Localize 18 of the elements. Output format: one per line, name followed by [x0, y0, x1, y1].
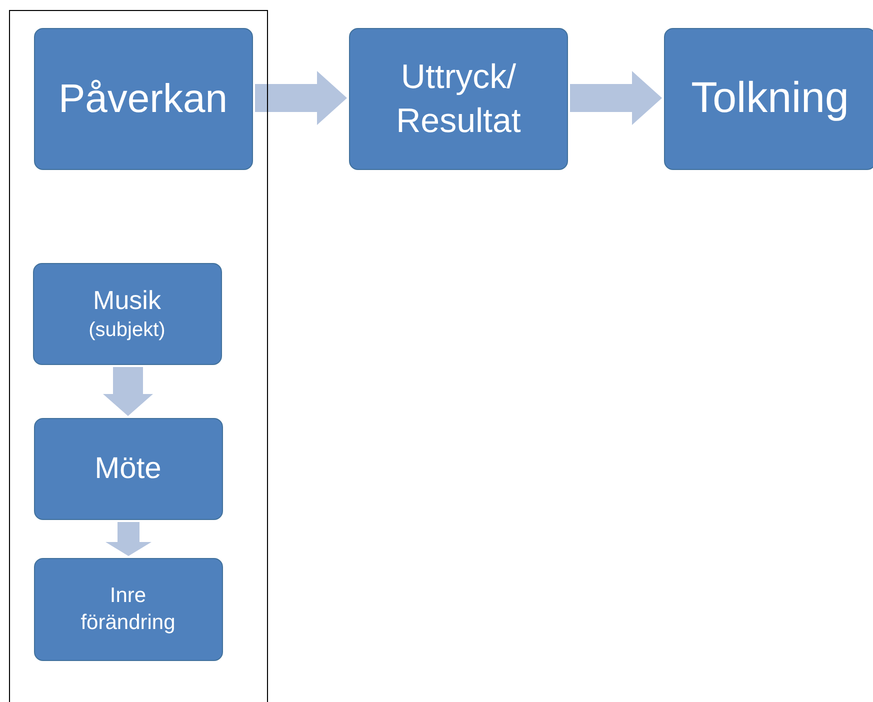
- box-label: Musik: [93, 284, 161, 317]
- process-box: [34, 558, 222, 660]
- box-label: Inre förändring: [80, 582, 176, 636]
- process-box: [34, 418, 222, 520]
- block-arrow: [255, 71, 347, 125]
- box-label: (subjekt): [88, 318, 166, 344]
- block-arrow: [103, 367, 153, 416]
- box-label: Möte: [94, 451, 162, 487]
- process-box: [664, 28, 873, 170]
- block-arrow: [106, 522, 152, 556]
- group-frame: [9, 10, 268, 702]
- box-label: Tolkning: [691, 73, 849, 124]
- box-label: Uttryck/ Resultat: [395, 56, 522, 142]
- process-box: [349, 28, 568, 170]
- box-label: Påverkan: [58, 76, 228, 122]
- process-box: [32, 262, 222, 364]
- process-box: [34, 28, 252, 170]
- block-arrow: [570, 71, 662, 125]
